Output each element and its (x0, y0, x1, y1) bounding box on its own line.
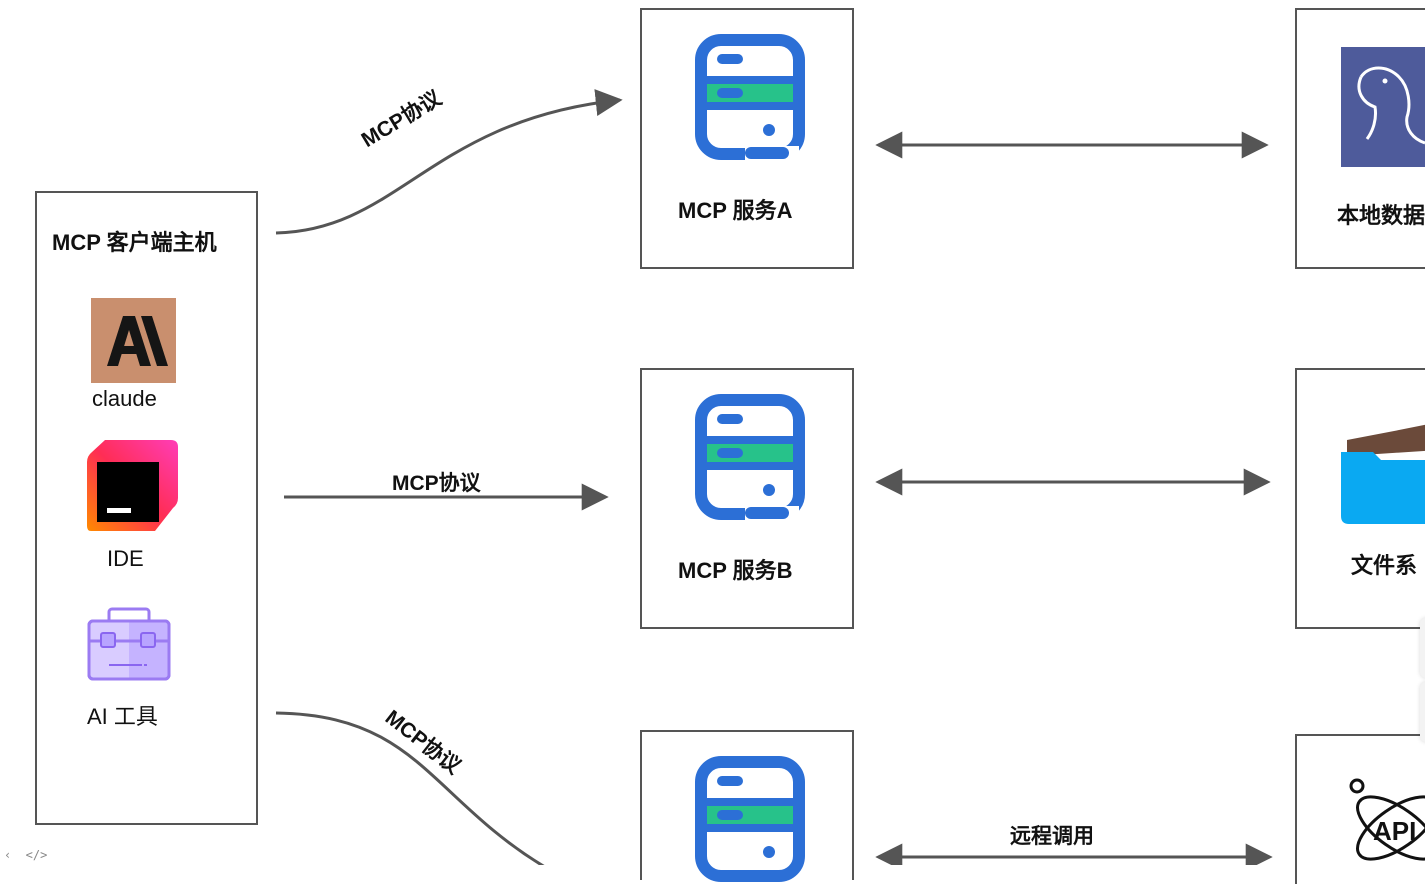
editor-corner-controls[interactable]: ‹ </> (4, 848, 48, 862)
protocol-arrow-a (275, 89, 623, 235)
folder-icon (1339, 416, 1425, 531)
server-icon (695, 34, 805, 165)
ide-logo-icon (85, 438, 180, 533)
ai-tool-label: AI 工具 (87, 704, 158, 729)
protocol-arrow-c (275, 711, 545, 865)
host-title: MCP 客户端主机 (52, 230, 217, 255)
mcp-server-c (640, 730, 854, 882)
remote-call-label: 远程调用 (1010, 825, 1094, 848)
mcp-client-host: MCP 客户端主机 claude IDE (35, 191, 258, 825)
server-icon (695, 756, 805, 887)
side-panel-tab[interactable] (1420, 618, 1425, 678)
server-b-label: MCP 服务B (678, 558, 793, 583)
claude-logo-icon (91, 298, 176, 383)
connector-layer (275, 89, 1273, 865)
server-a-label: MCP 服务A (678, 198, 793, 223)
protocol-label-b: MCP协议 (392, 472, 481, 495)
api-icon: API (1345, 770, 1425, 875)
api-icon-text: API (1373, 816, 1416, 846)
resource-local-data: 本地数据 (1295, 8, 1425, 269)
claude-label: claude (92, 386, 157, 411)
resource-file-system: 文件系 (1295, 368, 1425, 629)
resource-api: API (1295, 734, 1425, 884)
ide-label: IDE (107, 546, 144, 571)
mysql-dolphin-icon (1341, 47, 1425, 167)
toolbox-icon (85, 607, 173, 683)
mcp-server-b: MCP 服务B (640, 368, 854, 629)
server-icon (695, 394, 805, 525)
side-panel-tab[interactable] (1420, 682, 1425, 742)
file-system-label: 文件系 (1351, 553, 1418, 578)
local-data-label: 本地数据 (1337, 203, 1425, 228)
mcp-server-a: MCP 服务A (640, 8, 854, 269)
